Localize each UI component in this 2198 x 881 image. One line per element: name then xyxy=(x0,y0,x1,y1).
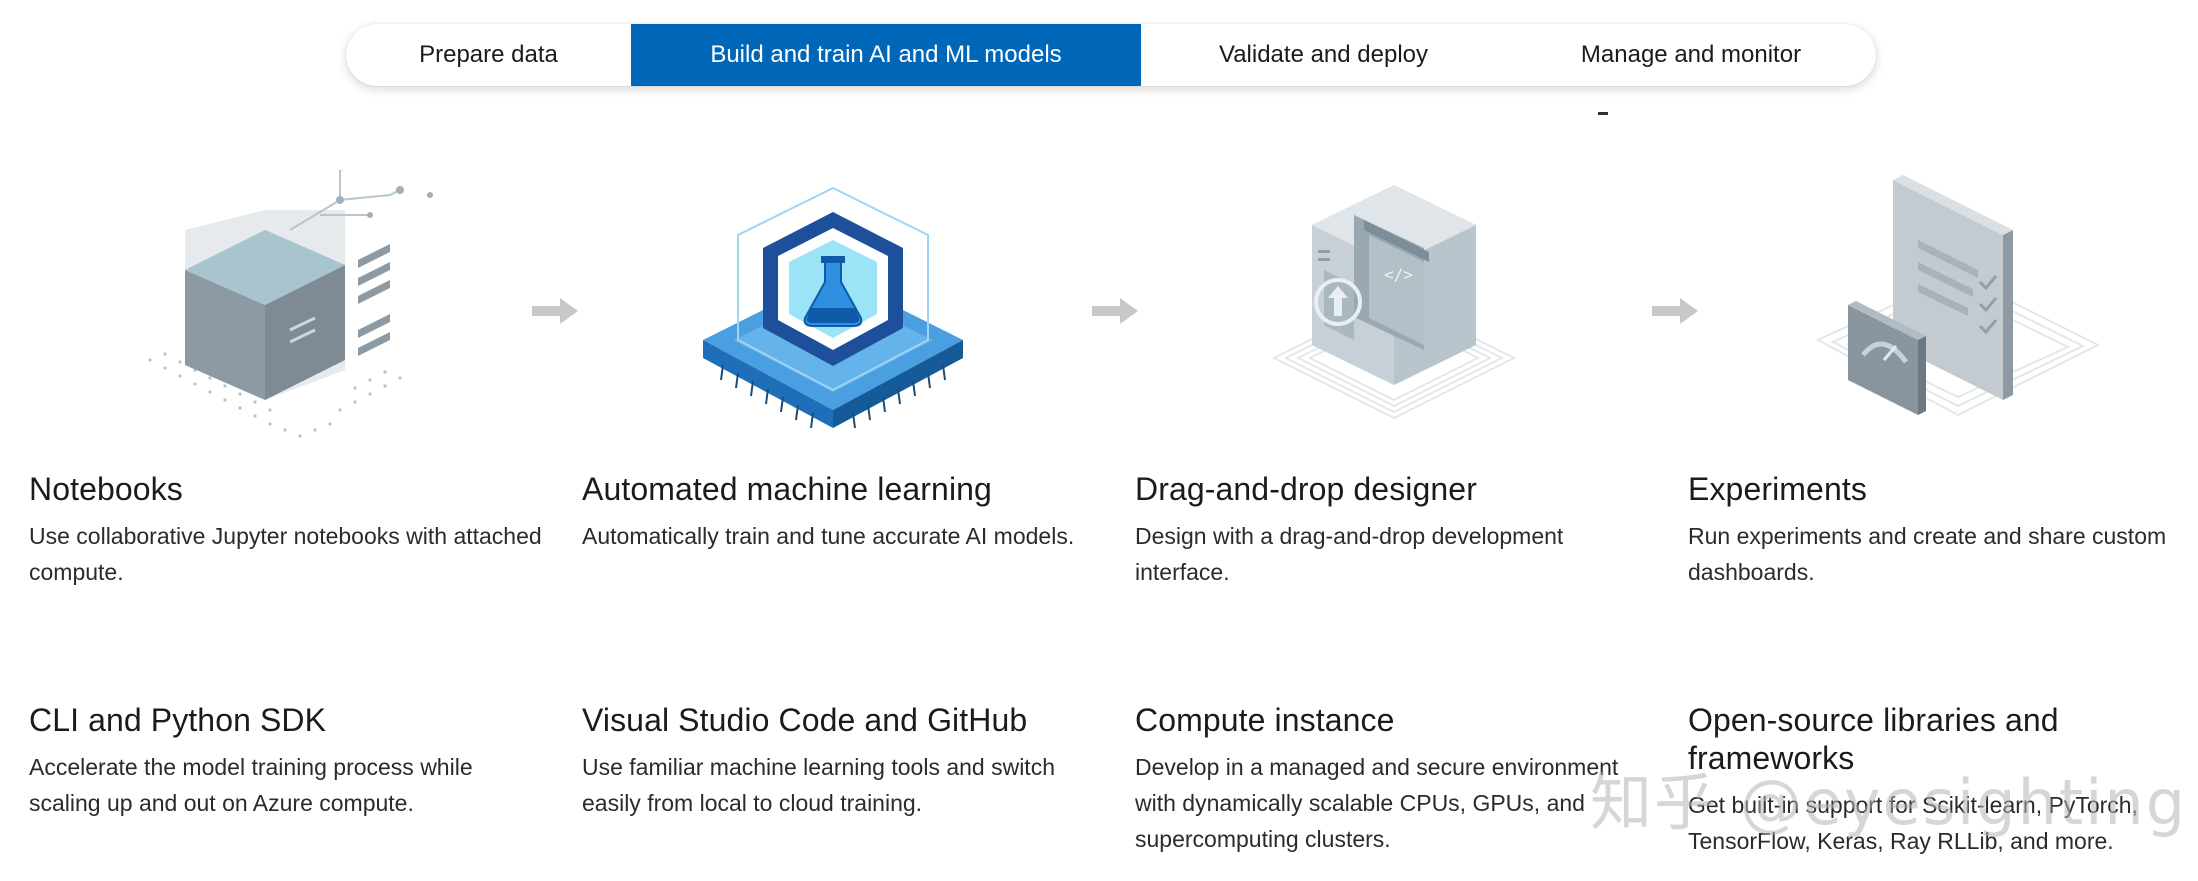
feature-designer: Drag-and-drop designer Design with a dra… xyxy=(1135,470,1655,590)
feature-description: Use collaborative Jupyter notebooks with… xyxy=(29,523,542,585)
feature-title: Compute instance xyxy=(1135,702,1395,738)
feature-notebooks: Notebooks Use collaborative Jupyter note… xyxy=(29,470,549,590)
stray-dash-mark: - xyxy=(1598,112,1608,115)
tab-manage-and-monitor[interactable]: Manage and monitor xyxy=(1580,41,1802,68)
notebook-cube-icon xyxy=(148,170,433,438)
feature-compute-instance: Compute instance Develop in a managed an… xyxy=(1135,701,1655,857)
automl-illustration xyxy=(693,170,1013,460)
tab-prepare-data[interactable]: Prepare data xyxy=(419,41,558,68)
tab-build-and-train[interactable]: Build and train AI and ML models xyxy=(631,24,1141,86)
experiments-illustration xyxy=(1808,170,2128,460)
feature-description: Run experiments and create and share cus… xyxy=(1688,523,2167,585)
feature-experiments: Experiments Run experiments and create a… xyxy=(1688,470,2188,590)
flow-arrow-icon xyxy=(1652,296,1698,326)
flow-arrow-icon xyxy=(1092,296,1138,326)
feature-title: Drag-and-drop designer xyxy=(1135,471,1477,507)
feature-automated-ml: Automated machine learning Automatically… xyxy=(582,470,1102,554)
feature-title: CLI and Python SDK xyxy=(29,702,327,738)
feature-description: Get built-in support for Scikit-learn, P… xyxy=(1688,792,2138,854)
feature-description: Develop in a managed and secure environm… xyxy=(1135,754,1619,852)
workflow-tab-bar: Prepare data Build and train AI and ML m… xyxy=(346,24,1876,86)
flow-arrow-icon xyxy=(532,296,578,326)
notebooks-illustration xyxy=(140,170,460,460)
feature-description: Use familiar machine learning tools and … xyxy=(582,754,1055,816)
tab-validate-and-deploy[interactable]: Validate and deploy xyxy=(1218,41,1429,68)
experiments-dashboard-icon xyxy=(1815,175,2101,417)
watermark: 知乎 @eyesighting xyxy=(1590,766,2188,839)
feature-vscode-github: Visual Studio Code and GitHub Use famili… xyxy=(582,701,1102,821)
feature-title: Notebooks xyxy=(29,471,183,507)
feature-description: Automatically train and tune accurate AI… xyxy=(582,523,1075,549)
feature-title: Automated machine learning xyxy=(582,471,992,507)
feature-cli-python-sdk: CLI and Python SDK Accelerate the model … xyxy=(29,701,549,821)
flask-chip-icon xyxy=(703,186,963,429)
designer-cube-icon: </> xyxy=(1271,185,1517,420)
feature-title: Visual Studio Code and GitHub xyxy=(582,702,1028,738)
feature-open-source-libraries: Open-source libraries and frameworks Get… xyxy=(1688,701,2188,859)
feature-description: Accelerate the model training process wh… xyxy=(29,754,473,816)
feature-description: Design with a drag-and-drop development … xyxy=(1135,523,1564,585)
designer-illustration: </> xyxy=(1254,170,1574,460)
feature-title: Open-source libraries and frameworks xyxy=(1688,702,2059,776)
feature-title: Experiments xyxy=(1688,471,1867,507)
svg-text:</>: </> xyxy=(1384,265,1413,284)
